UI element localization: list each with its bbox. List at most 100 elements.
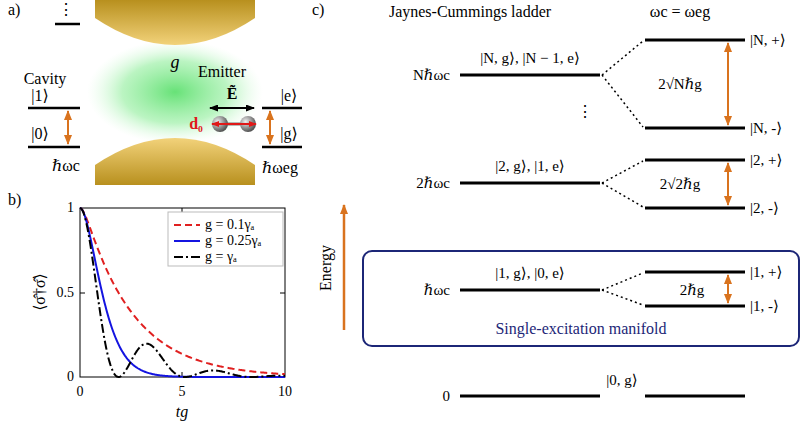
tick-label: 10 [278,385,292,399]
state-label: |1, +⟩ [750,265,782,280]
manifold-title: Single-excitation manifold [495,321,666,337]
top-mirror [95,0,255,45]
emitter-illustration [210,108,256,132]
state-label: |N, -⟩ [750,121,782,136]
panel-title: Jaynes-Cummings ladder [389,4,551,20]
splitting-arrows [727,43,729,303]
legend-text: g = 0.1γₐ [205,218,254,232]
tick-label: 0.5 [57,286,75,300]
coupling-label: g [171,53,180,71]
tick-label: 5 [179,385,186,399]
manifold-box: Single-excitation manifold [362,250,800,347]
splitting-label: 2√2ℏg [660,177,700,192]
splitting-dots [602,41,643,75]
state-label: |1⟩ [31,88,48,104]
legend-sample [174,256,200,258]
resonance-condition: ωc = ωeg [650,4,710,20]
energy-arrow [343,205,346,330]
level-line [262,146,302,149]
legend-sample [174,224,200,226]
legend-text: g = γₐ [205,250,237,264]
axis-ticks [280,293,285,294]
state-label: |2, g⟩, |1, e⟩ [495,159,564,174]
part-name: Emitter [198,64,246,80]
energy-label: ℏωc [424,283,450,298]
plot-frame [80,208,285,377]
ladder-levels [460,74,600,77]
splitting-arrows [727,43,729,125]
state-label: |N, g⟩, |N − 1, e⟩ [480,51,580,66]
state-label: |e⟩ [281,88,298,104]
ladder-levels [645,39,745,42]
state-label: |1, -⟩ [750,299,779,314]
level-line [262,107,302,110]
energy-label: Nℏωc [413,68,450,83]
splitting-dots [602,290,643,305]
panel-letter: b) [8,192,21,208]
cavity-illustration [87,0,263,185]
splitting-arrows [727,163,729,205]
splitting-arrows [727,275,729,303]
field-label: Ẽ [227,86,238,102]
energy-label: 0 [443,389,451,404]
legend-text: g = 0.25γₐ [205,234,261,248]
level-line [55,23,80,26]
transition-arrow [269,111,271,144]
cavity-field [87,40,263,144]
ellipsis: ⋮ [58,2,74,18]
state-label: |0⟩ [31,126,48,142]
ladder-levels [460,395,600,398]
axis-title: ⟨σ̂†σ̂⟩ [32,273,48,311]
tick-label: 1 [67,201,74,215]
state-label: |2, +⟩ [750,153,782,168]
ladder-levels [460,182,600,185]
splitting-dots [602,41,643,305]
splitting-dots [602,183,643,207]
panel-letter: c) [312,2,324,18]
decay-curve [80,208,285,377]
transition-arrow [67,111,69,144]
ladder-levels [645,127,745,130]
energy-label: ℏωc [52,158,80,174]
axis-title: tg [176,404,188,420]
splitting-label: 2ℏg [680,283,705,298]
decay-curve [80,208,285,377]
level-line [28,107,80,110]
part-name: Cavity [24,71,67,87]
state-label: |g⟩ [280,126,297,142]
energy-label: 2ℏωc [416,176,450,191]
state-label: |1, g⟩, |0, e⟩ [495,266,564,281]
ladder-levels [645,305,745,308]
ladder-levels [645,159,745,162]
axis-ticks [80,293,85,294]
decay-curve [80,208,285,374]
splitting-label: 2√Nℏg [658,77,702,92]
ladder-levels [460,40,745,396]
dipole-label: d₀ [189,116,203,132]
splitting-dots [602,161,643,183]
field-arrow [210,107,254,109]
ellipsis: ⋮ [577,104,593,120]
state-label: |0, g⟩ [606,373,637,388]
splitting-dots [602,75,643,127]
state-label: |N, +⟩ [750,33,786,48]
ladder-levels [645,395,745,398]
axis-ticks [80,208,285,377]
panel-letter: a) [8,2,20,18]
legend-sample [174,240,200,242]
ladder-levels [460,289,600,292]
decay-plot [80,208,285,377]
bottom-mirror [95,138,255,185]
level-line [28,146,80,149]
tick-label: 0 [77,385,84,399]
dipole-arrow [212,123,256,125]
splitting-dots [602,273,643,290]
tick-label: 0 [67,370,74,384]
axis-title: Energy [318,245,334,291]
legend-box [168,212,283,266]
energy-label: ℏωeg [262,160,298,176]
ladder-levels [645,271,745,274]
emitter-levels [262,108,302,147]
